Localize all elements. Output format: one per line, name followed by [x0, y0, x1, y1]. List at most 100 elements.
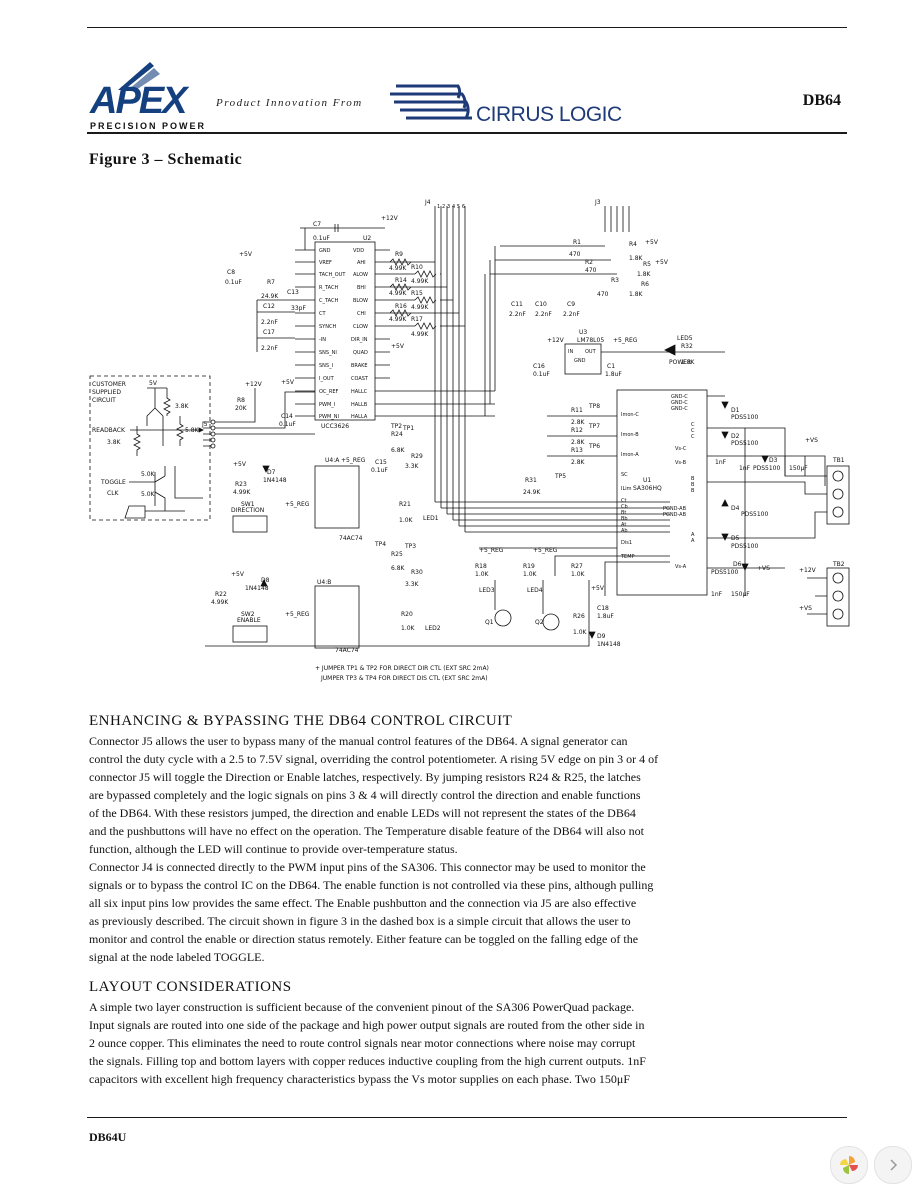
c13-value: 33pF	[291, 305, 306, 312]
d9-label: D9	[597, 633, 606, 640]
u2-pin-synch: SYNCH	[319, 324, 336, 330]
body-line: monitor and control the enable or direct…	[89, 932, 639, 946]
u2-pin-sns-ni: SNS_NI	[319, 350, 337, 356]
r14-label: R14	[395, 277, 407, 284]
q1-label: Q1	[485, 619, 494, 626]
u1-pin-c-1: C	[691, 422, 695, 428]
r1-label: R1	[573, 239, 581, 246]
u4a-ic	[314, 465, 360, 529]
q2-label: Q2	[535, 619, 544, 626]
plus5v-r4: +5V	[645, 239, 659, 246]
u1-pin-b-1: B	[691, 476, 695, 482]
next-page-button[interactable]	[874, 1146, 912, 1184]
figure-title: Figure 3 – Schematic	[89, 151, 243, 168]
c5-value: 150μF	[731, 591, 750, 598]
u2-pin-clow: CLOW	[353, 324, 368, 330]
body-line: Connector J4 is connected directly to th…	[89, 860, 646, 874]
u1-pin-c-3: C	[691, 434, 695, 440]
d3-label: D3	[769, 457, 778, 464]
d2-label: D2	[731, 433, 740, 440]
r4-label: R4	[629, 241, 637, 248]
u4b-label: U4:B	[317, 579, 331, 586]
u2-pin-coast: COAST	[351, 376, 369, 382]
u2-pin-dir-in: DIR_IN	[351, 337, 368, 343]
c16-label: C16	[533, 363, 545, 370]
body-line: function, although the LED will continue…	[89, 842, 458, 856]
d6-label: D6	[733, 561, 742, 568]
d8-value: 1N4148	[245, 585, 269, 592]
u1-pin-imon-a: Imon-A	[621, 452, 639, 458]
u1-pin-at: At	[621, 522, 626, 528]
r11-label: R11	[571, 407, 583, 414]
plus12v-u3: +12V	[547, 337, 565, 344]
u1-pin-gnd-c-1: GND-C	[671, 394, 688, 400]
u2-pin-ahi: AHI	[357, 260, 366, 266]
r2-label: R2	[585, 259, 593, 266]
u1-ic	[616, 389, 708, 596]
j5-label: J5	[201, 421, 208, 428]
r7-label: R7	[267, 279, 275, 286]
plus5reg-sw2: +5_REG	[285, 611, 310, 618]
body-line: control the duty cycle with a 2.5 to 7.5…	[89, 752, 659, 766]
power-label: POWER	[669, 359, 691, 366]
u1-pin-vs-b: Vs-B	[675, 460, 687, 466]
u1-pin-a-2: A	[691, 538, 695, 544]
r7-value: 24.9K	[261, 293, 279, 300]
body-line: capacitors with excellent high frequency…	[89, 1072, 631, 1086]
cirrus-logo: CIRRUS LOGIC	[388, 72, 623, 132]
u2-pin-oc-ref: OC_REF	[319, 389, 339, 395]
r18-value: 1.0K	[475, 571, 490, 578]
body-line: connector J5 will toggle the Direction o…	[89, 770, 641, 784]
pinwheel-icon	[840, 1156, 858, 1174]
r19-label: R19	[523, 563, 535, 570]
j4-pins-label: 123456	[437, 204, 467, 210]
v5-label: 5V	[149, 380, 158, 387]
plus5reg-sw1: +5_REG	[285, 501, 310, 508]
r32-label: R32	[681, 343, 693, 350]
d4-value: PDS5100	[741, 511, 768, 518]
c18-value: 1.8uF	[597, 613, 614, 620]
enable-switch	[232, 625, 268, 643]
tp6-label: TP6	[588, 443, 600, 450]
tagline: Product Innovation From	[216, 97, 363, 109]
r5-value: 1.8K	[637, 271, 652, 278]
plus5reg-r19: +5_REG	[533, 547, 558, 554]
plus5reg-u4a: +5_REG	[341, 457, 366, 464]
u2-ic	[314, 241, 376, 421]
u1-pin-gnd-c-2: GND-C	[671, 400, 688, 406]
r24-value: 6.8K	[391, 447, 406, 454]
d6-value: PDS5100	[711, 569, 738, 576]
c17-value: 2.2nF	[261, 345, 278, 352]
plus5reg-u3: +5_REG	[613, 337, 638, 344]
c8-label: C8	[227, 269, 235, 276]
r8-value: 20K	[235, 405, 248, 412]
u1-pin-sc: SC	[621, 472, 628, 478]
jumper-note-2: JUMPER TP3 & TP4 FOR DIRECT DIS CTL (EXT…	[320, 675, 488, 682]
led2-label: LED2	[425, 625, 441, 632]
d8-label: D8	[261, 577, 270, 584]
footer-doc-id: DB64U	[89, 1130, 127, 1144]
u2-pin-i-out: I_OUT	[319, 376, 335, 382]
viewer-logo-button[interactable]	[830, 1146, 868, 1184]
r31-value: 24.9K	[523, 489, 541, 496]
customer-circuit-box	[89, 375, 211, 521]
c17-label: C17	[263, 329, 275, 336]
r19-value: 1.0K	[523, 571, 538, 578]
c11-label: C11	[511, 301, 523, 308]
c10-label: C10	[535, 301, 547, 308]
r25-value: 6.8K	[391, 565, 406, 572]
u2-pin-chi: CHI	[357, 311, 366, 317]
r32-value: 1.8K	[681, 359, 696, 366]
r10-label: R10	[411, 264, 423, 271]
r-5k8-label: 5.8K	[185, 427, 200, 434]
u1-pin-vs-c: Vs-C	[675, 446, 687, 452]
apex-logo-subtext: PRECISION POWER	[90, 121, 207, 131]
section-heading-enhancing: ENHANCING & BYPASSING THE DB64 CONTROL C…	[89, 713, 513, 729]
u2-pin-halla: HALLA	[351, 414, 368, 420]
body-line: as previously described. The circuit sho…	[89, 914, 631, 928]
d7-label: D7	[267, 469, 276, 476]
u1-pin-bt: Bt	[621, 510, 626, 516]
r26-label: R26	[573, 613, 585, 620]
tb1-label: TB1	[832, 457, 845, 464]
r6-value: 1.8K	[629, 291, 644, 298]
